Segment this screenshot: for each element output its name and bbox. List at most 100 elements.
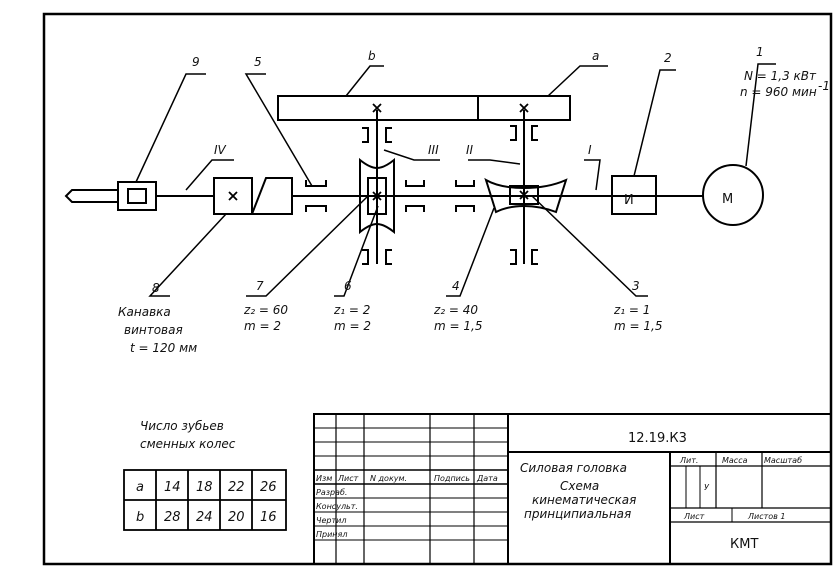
callout-3: 3	[632, 279, 640, 293]
teeth-table-title-2: сменных колес	[140, 437, 236, 451]
callout-8: 8	[152, 281, 160, 295]
change-gear-a	[477, 95, 571, 121]
leader-7	[246, 195, 369, 297]
mass-header: Масса	[722, 456, 748, 465]
teeth-a-4: 26	[260, 480, 277, 495]
bearing-ii-top	[510, 125, 538, 141]
teeth-a-1: 14	[164, 480, 181, 495]
teeth-b-4: 16	[260, 510, 277, 525]
tool-holder	[117, 181, 157, 211]
bearing-iii-top	[362, 127, 392, 143]
leader-2	[633, 69, 676, 177]
teeth-b-2: 24	[196, 510, 213, 525]
gear-3-m: m = 1,5	[614, 319, 662, 333]
role-chertil: Чертил	[316, 516, 346, 525]
groove-line-1: Канавка	[118, 305, 171, 319]
x-mark-cam	[228, 191, 238, 201]
doc-desc-3: принципиальная	[524, 507, 631, 521]
coupling-symbol: И	[624, 193, 634, 208]
motor-symbol: M	[722, 192, 733, 207]
callout-6: 6	[344, 279, 352, 293]
col-doc: N докум.	[370, 474, 407, 483]
callout-9: 9	[192, 55, 200, 69]
callout-5: 5	[254, 55, 262, 69]
motor-speed: n = 960 мин	[740, 85, 817, 99]
org-code: КМТ	[730, 537, 758, 552]
shaft-label-i: I	[588, 143, 592, 157]
doc-name: Силовая головка	[520, 461, 627, 475]
x-mark-gear-b	[372, 103, 382, 113]
callout-2: 2	[664, 51, 672, 65]
teeth-table-title-1: Число зубьев	[140, 419, 224, 433]
doc-desc-1: Схема	[560, 479, 599, 493]
gear-4-m: m = 1,5	[434, 319, 482, 333]
tool-holder-inner	[127, 188, 147, 204]
gear-7-m: m = 2	[244, 319, 281, 333]
shaft-label-iv: IV	[214, 143, 227, 157]
teeth-table-grid	[123, 469, 287, 531]
col-list: Лист	[337, 474, 359, 483]
worm-wheel-4	[484, 177, 568, 214]
teeth-a-label: a	[136, 480, 144, 495]
callout-b: b	[368, 49, 376, 63]
callout-1: 1	[756, 45, 764, 59]
leader-5	[244, 73, 313, 187]
teeth-b-3: 20	[228, 510, 245, 525]
shaft-label-iii: III	[428, 143, 439, 157]
callout-4: 4	[452, 279, 460, 293]
callout-7: 7	[256, 279, 264, 293]
sheet-label: Лист	[683, 512, 705, 521]
teeth-a-3: 22	[228, 480, 245, 495]
role-razrab: Разраб.	[316, 488, 347, 497]
role-prinyal: Принял	[316, 530, 347, 539]
gear-3-z: z₁ = 1	[613, 303, 650, 317]
leader-iii	[383, 149, 440, 161]
col-sign: Подпись	[434, 474, 470, 483]
leader-1	[745, 63, 776, 167]
leader-8	[148, 213, 227, 297]
spindle-tip	[64, 189, 119, 203]
motor-power: N = 1,3 кВт	[744, 69, 817, 83]
teeth-a-2: 18	[196, 480, 213, 495]
doc-code: 12.19.К3	[628, 431, 687, 446]
col-date: Дата	[476, 474, 498, 483]
bearing-right-of-wheel	[405, 180, 425, 212]
leader-4	[446, 207, 495, 297]
shaft-label-ii: II	[466, 143, 474, 157]
bearing-5	[305, 180, 327, 212]
leader-iv	[185, 159, 234, 191]
callout-a: a	[592, 49, 599, 63]
leader-i	[584, 159, 601, 191]
x-mark-worm-3	[519, 190, 529, 200]
title-block-grid	[313, 413, 832, 565]
bearing-ii-bottom	[510, 249, 538, 265]
lit-value: У	[704, 483, 710, 492]
leader-3	[531, 195, 648, 297]
sheets-label: Листов 1	[747, 512, 786, 521]
role-konsult: Консульт.	[316, 502, 358, 511]
helical-cam-groove	[250, 177, 293, 215]
x-mark-gear-a	[519, 103, 529, 113]
leader-ii	[468, 159, 521, 165]
leader-b	[345, 65, 384, 97]
bearing-iii-bottom	[362, 249, 392, 265]
gear-6-z: z₁ = 2	[333, 303, 370, 317]
gear-7-z: z₂ = 60	[243, 303, 288, 317]
groove-line-3: t = 120 мм	[130, 341, 197, 355]
gear-6-m: m = 2	[334, 319, 371, 333]
doc-desc-2: кинематическая	[532, 493, 636, 507]
scale-header: Масштаб	[764, 456, 802, 465]
leader-9	[135, 73, 206, 183]
bearing-left-of-worm	[455, 180, 475, 212]
leader-6	[334, 205, 379, 297]
teeth-b-label: b	[136, 510, 144, 525]
motor-speed-exponent: -1	[818, 79, 830, 93]
lit-header: Лит.	[679, 456, 698, 465]
worm-3	[509, 185, 539, 205]
groove-line-2: винтовая	[124, 323, 183, 337]
teeth-b-1: 28	[164, 510, 181, 525]
leader-a	[547, 65, 608, 97]
x-mark-worm-6	[372, 191, 382, 201]
col-izm: Изм	[316, 474, 332, 483]
